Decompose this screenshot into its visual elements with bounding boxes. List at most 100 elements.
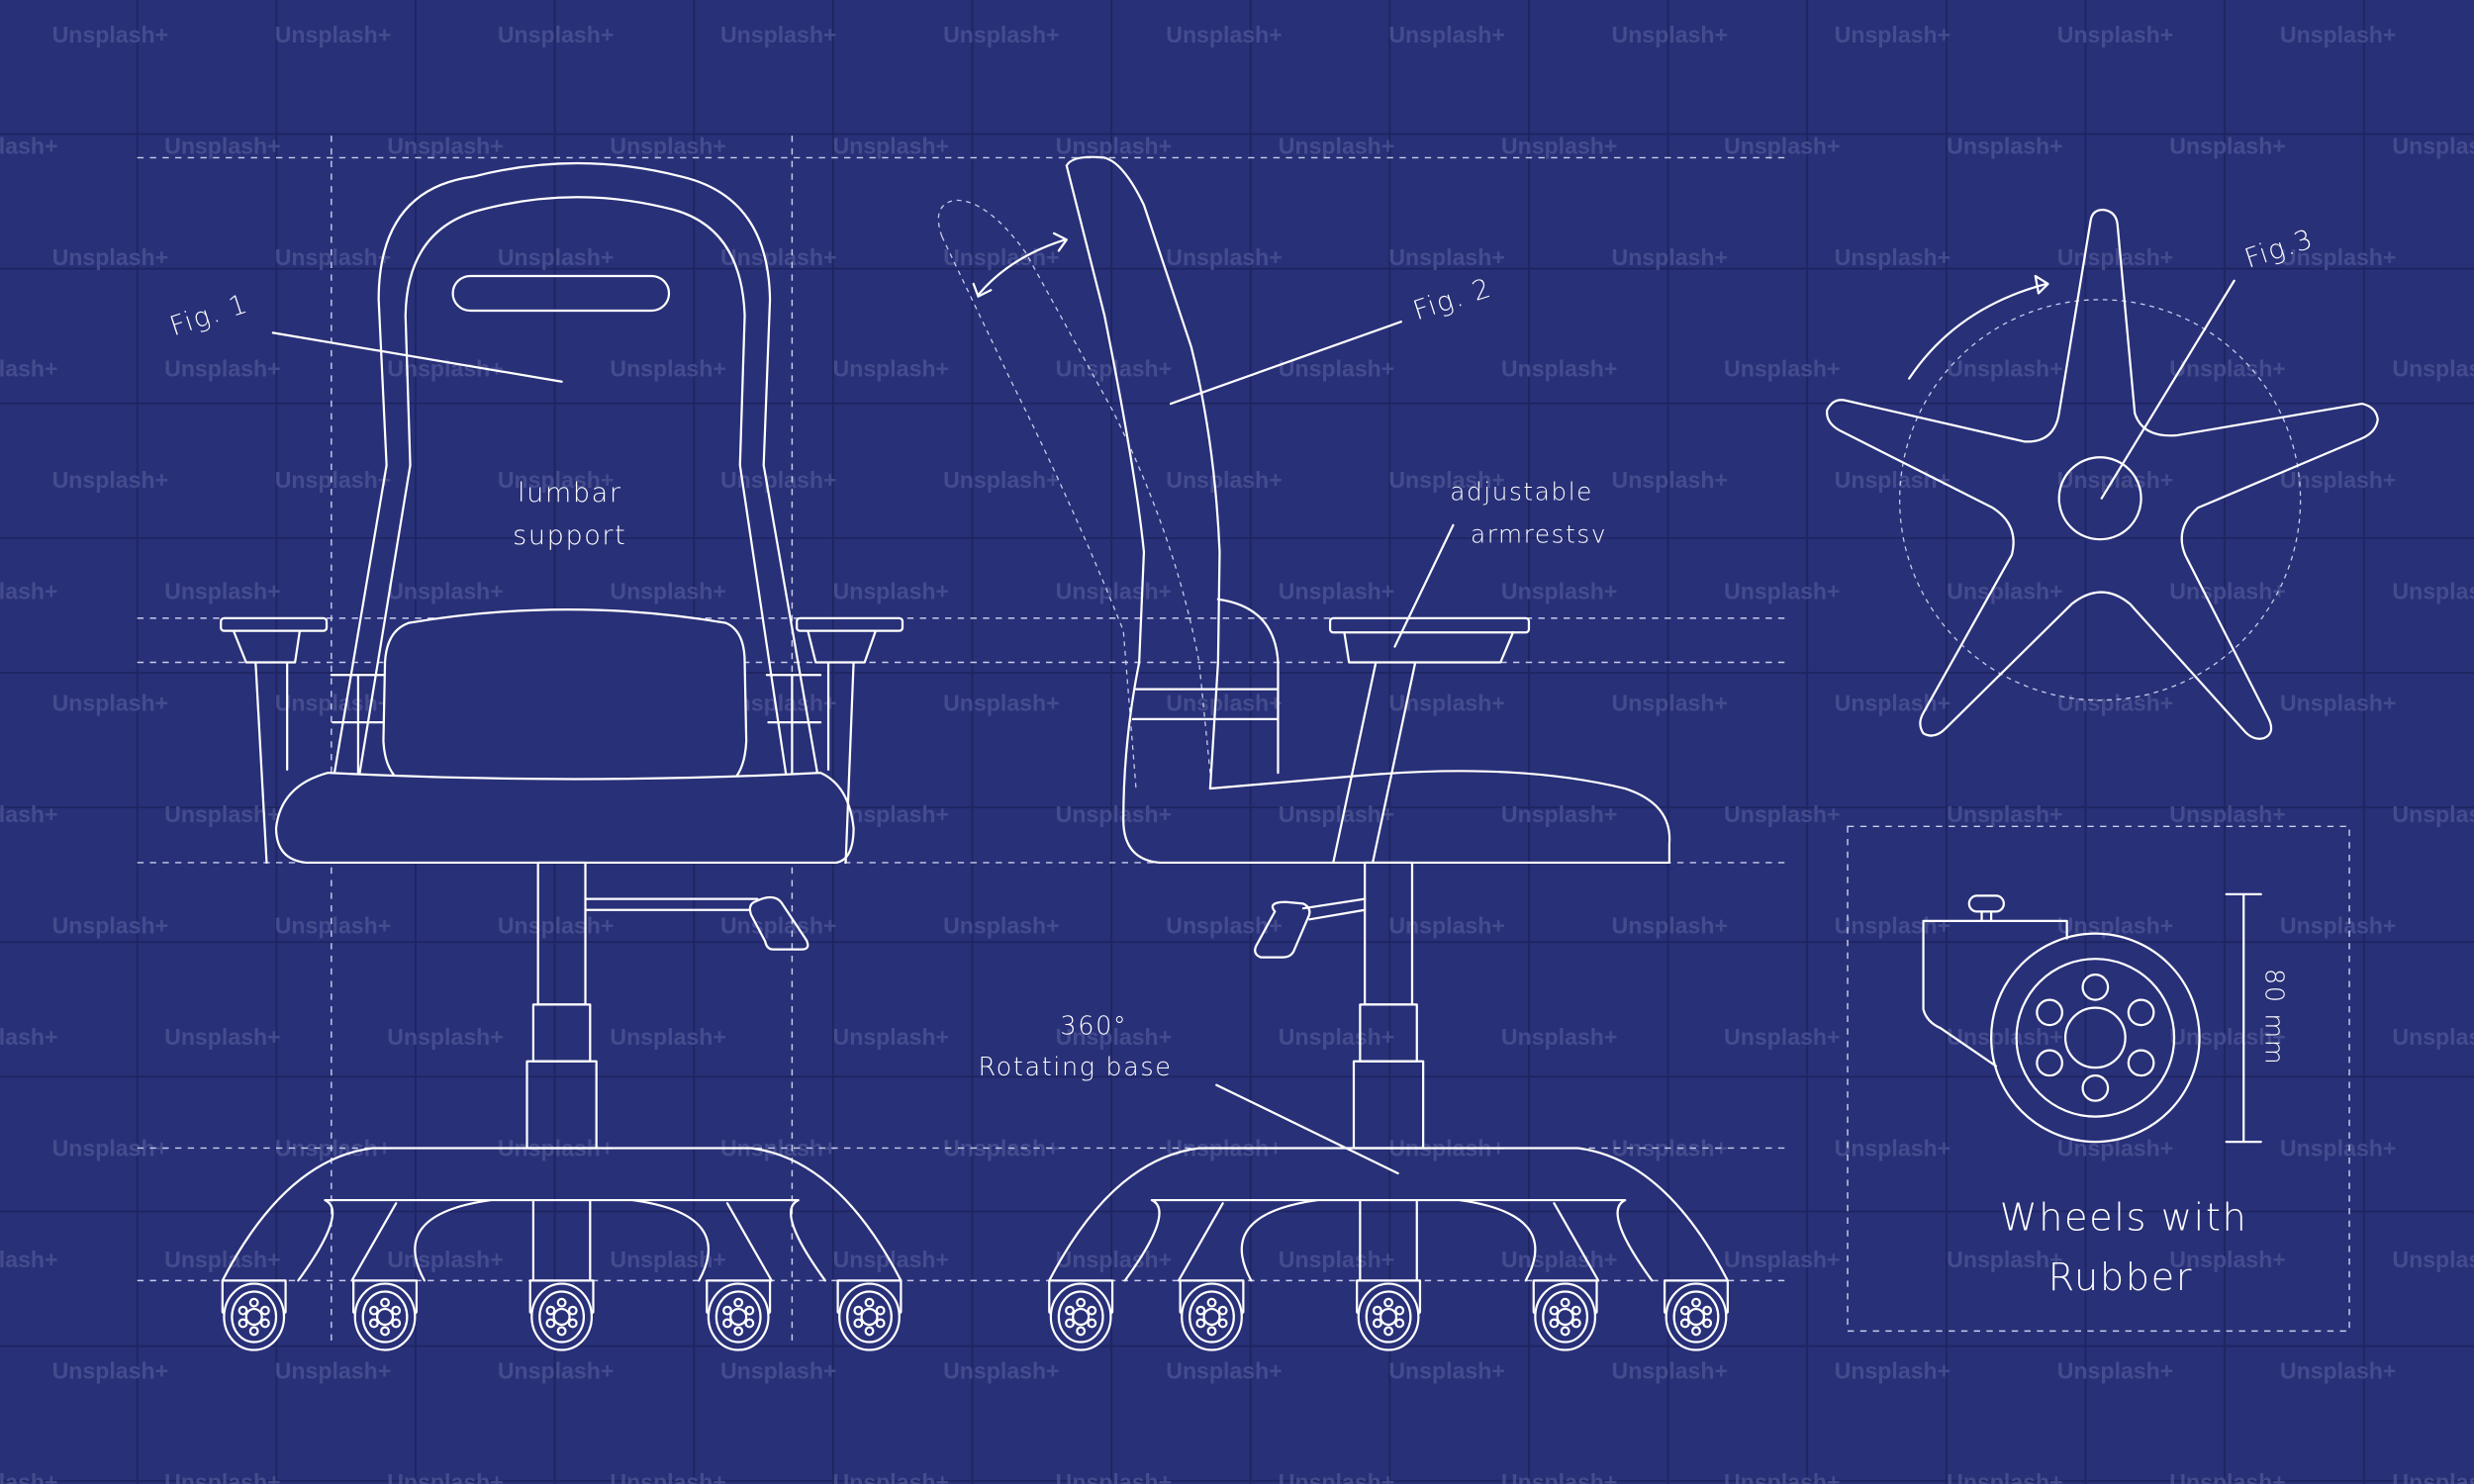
lumbar-label-line1: lumbar <box>518 478 622 509</box>
armrest-label-line2: armrestsv <box>1471 519 1607 548</box>
svg-text:Unsplash+: Unsplash+ <box>943 1358 1060 1384</box>
svg-text:Unsplash+: Unsplash+ <box>833 1247 950 1272</box>
svg-text:Unsplash+: Unsplash+ <box>1388 912 1505 938</box>
svg-text:Unsplash+: Unsplash+ <box>943 467 1060 493</box>
lumbar-label-line2: support <box>513 520 626 551</box>
caster-stem-cap <box>1967 894 2005 913</box>
svg-text:Unsplash+: Unsplash+ <box>1279 134 1395 159</box>
svg-text:Unsplash+: Unsplash+ <box>1501 579 1618 604</box>
height-lever-side <box>1301 897 1367 921</box>
svg-text:Unsplash+: Unsplash+ <box>720 1358 837 1384</box>
svg-text:Unsplash+: Unsplash+ <box>164 1024 281 1050</box>
svg-text:Unsplash+: Unsplash+ <box>1835 467 1951 493</box>
rotation-circle <box>1899 299 2302 701</box>
base-label-line1: 360° <box>1060 1012 1127 1042</box>
svg-text:Unsplash+: Unsplash+ <box>2392 1024 2474 1050</box>
backrest-outer <box>333 161 819 775</box>
svg-text:Unsplash+: Unsplash+ <box>498 22 615 47</box>
svg-text:Unsplash+: Unsplash+ <box>1501 801 1618 827</box>
svg-text:Unsplash+: Unsplash+ <box>2169 356 2286 382</box>
svg-text:Unsplash+: Unsplash+ <box>2169 134 2286 159</box>
svg-text:Unsplash+: Unsplash+ <box>1388 1358 1505 1384</box>
svg-text:Unsplash+: Unsplash+ <box>387 579 504 604</box>
seat-cushion <box>274 771 855 865</box>
svg-text:Unsplash+: Unsplash+ <box>0 1469 58 1484</box>
svg-text:Unsplash+: Unsplash+ <box>2057 22 2174 47</box>
svg-text:Unsplash+: Unsplash+ <box>1835 22 1951 47</box>
svg-text:Unsplash+: Unsplash+ <box>2169 1024 2286 1050</box>
svg-text:Unsplash+: Unsplash+ <box>610 134 726 159</box>
rotation-arrow <box>1908 282 2048 380</box>
svg-text:Unsplash+: Unsplash+ <box>1947 134 2063 159</box>
svg-text:Unsplash+: Unsplash+ <box>2280 1358 2397 1384</box>
wheel-icon <box>838 1282 901 1351</box>
wheel-icon <box>530 1282 594 1351</box>
wheel-icon <box>1049 1282 1112 1351</box>
wheel-outer <box>1990 932 2201 1144</box>
svg-text:Unsplash+: Unsplash+ <box>610 1024 726 1050</box>
svg-text:Unsplash+: Unsplash+ <box>1166 244 1283 270</box>
svg-text:Unsplash+: Unsplash+ <box>1166 690 1283 715</box>
svg-text:Unsplash+: Unsplash+ <box>2392 801 2474 827</box>
wheel-icon <box>1357 1282 1420 1351</box>
svg-text:Unsplash+: Unsplash+ <box>1056 1024 1173 1050</box>
svg-text:Unsplash+: Unsplash+ <box>275 1358 392 1384</box>
svg-text:Unsplash+: Unsplash+ <box>1501 134 1618 159</box>
svg-text:Unsplash+: Unsplash+ <box>1724 579 1841 604</box>
svg-text:Unsplash+: Unsplash+ <box>833 356 950 382</box>
svg-text:Unsplash+: Unsplash+ <box>1835 1358 1951 1384</box>
svg-text:Unsplash+: Unsplash+ <box>2169 1247 2286 1272</box>
seat-side <box>1158 770 1671 865</box>
svg-text:Unsplash+: Unsplash+ <box>720 22 837 47</box>
svg-text:Unsplash+: Unsplash+ <box>1612 1358 1729 1384</box>
svg-text:Unsplash+: Unsplash+ <box>275 912 392 938</box>
svg-text:Unsplash+: Unsplash+ <box>1947 1469 2063 1484</box>
wheel-caption-line1: Wheels with <box>2000 1195 2248 1240</box>
svg-text:Unsplash+: Unsplash+ <box>2280 912 2397 938</box>
svg-text:Unsplash+: Unsplash+ <box>1947 801 2063 827</box>
star-hub <box>2057 456 2142 541</box>
svg-text:Unsplash+: Unsplash+ <box>610 1469 726 1484</box>
svg-text:Unsplash+: Unsplash+ <box>833 579 950 604</box>
wheel-dimension-label: 80 mm <box>2259 969 2289 1066</box>
svg-text:Unsplash+: Unsplash+ <box>1056 579 1173 604</box>
armrest-leader-line <box>1393 523 1455 648</box>
svg-text:Unsplash+: Unsplash+ <box>1835 1135 1951 1160</box>
svg-text:Unsplash+: Unsplash+ <box>498 467 615 493</box>
svg-text:Unsplash+: Unsplash+ <box>833 1024 950 1050</box>
armrest-label-line1: adjustable <box>1450 477 1593 506</box>
svg-text:Unsplash+: Unsplash+ <box>1279 1247 1395 1272</box>
svg-text:Unsplash+: Unsplash+ <box>164 1247 281 1272</box>
svg-text:Unsplash+: Unsplash+ <box>52 1358 169 1384</box>
svg-text:Unsplash+: Unsplash+ <box>1279 1469 1395 1484</box>
wheel-icon <box>353 1282 417 1351</box>
svg-text:Unsplash+: Unsplash+ <box>2392 356 2474 382</box>
svg-text:Unsplash+: Unsplash+ <box>387 1247 504 1272</box>
wheel-icon <box>223 1282 286 1351</box>
wheel-detail <box>1847 825 2350 1333</box>
svg-text:Unsplash+: Unsplash+ <box>610 356 726 382</box>
chair-base-side <box>1048 1147 1729 1351</box>
svg-text:Unsplash+: Unsplash+ <box>0 1024 58 1050</box>
svg-text:Unsplash+: Unsplash+ <box>1724 1024 1841 1050</box>
caster-housing <box>1922 919 2068 1067</box>
svg-text:Unsplash+: Unsplash+ <box>1724 1469 1841 1484</box>
wheel-icon <box>707 1282 770 1351</box>
svg-text:Unsplash+: Unsplash+ <box>1056 134 1173 159</box>
lumbar-side <box>1131 598 1280 775</box>
svg-text:Unsplash+: Unsplash+ <box>1166 22 1283 47</box>
star-outline <box>1826 208 2379 740</box>
svg-text:Unsplash+: Unsplash+ <box>275 244 392 270</box>
chair-base-front <box>221 1147 903 1351</box>
svg-text:Unsplash+: Unsplash+ <box>1166 467 1283 493</box>
svg-text:Unsplash+: Unsplash+ <box>1388 467 1505 493</box>
height-lever <box>584 897 759 911</box>
svg-text:Unsplash+: Unsplash+ <box>52 912 169 938</box>
svg-text:Unsplash+: Unsplash+ <box>2169 801 2286 827</box>
svg-text:Unsplash+: Unsplash+ <box>498 912 615 938</box>
svg-text:Unsplash+: Unsplash+ <box>164 1469 281 1484</box>
svg-text:Unsplash+: Unsplash+ <box>720 912 837 938</box>
svg-text:Unsplash+: Unsplash+ <box>2057 467 2174 493</box>
armrest-left <box>220 616 329 865</box>
